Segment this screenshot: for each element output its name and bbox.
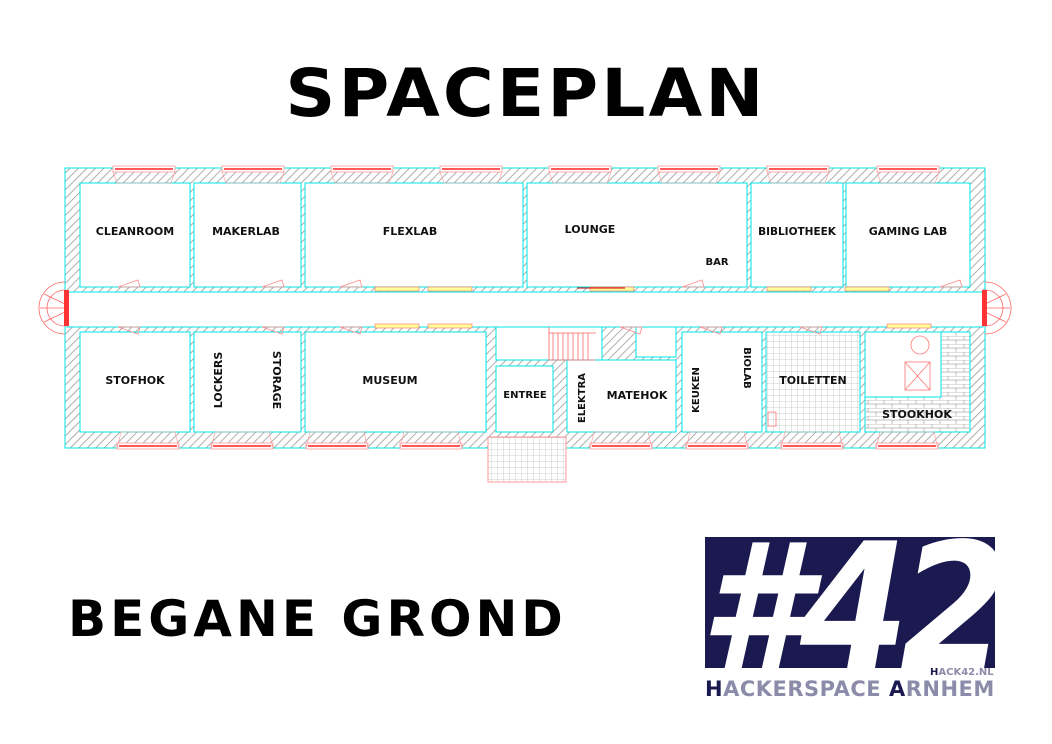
label-elektra: ELEKTRA — [577, 373, 588, 423]
room-matehok — [566, 359, 677, 433]
door — [681, 279, 705, 288]
floor-title: BEGANE GROND — [68, 590, 567, 648]
window — [876, 165, 940, 184]
room-lockers — [193, 331, 302, 433]
label-museum: MUSEUM — [362, 374, 417, 387]
window — [116, 431, 180, 450]
fixtures — [767, 335, 931, 427]
rooms — [66, 182, 984, 433]
window — [112, 165, 176, 184]
spiral-stair-left — [38, 281, 66, 335]
room-lounge — [526, 182, 748, 288]
label-keuken: KEUKEN — [691, 367, 702, 413]
room-flexlab — [304, 182, 524, 288]
room-gaming — [845, 182, 971, 288]
window — [64, 290, 69, 326]
corridor — [66, 291, 984, 328]
window — [548, 165, 612, 184]
door — [339, 326, 363, 335]
door — [939, 279, 963, 288]
logo-url: HACK42.NL — [930, 667, 994, 678]
label-bar: BAR — [705, 257, 728, 268]
label-entree: ENTREE — [503, 390, 547, 401]
entrance-steps — [487, 436, 567, 483]
glass-panel — [427, 286, 473, 292]
label-bibliotheek: BIBLIOTHEEK — [758, 226, 837, 238]
label-biolab: BIOLAB — [741, 347, 752, 389]
label-gaming-lab: GAMING LAB — [869, 225, 948, 238]
staircase — [548, 327, 596, 361]
logo-sub-h: H — [705, 677, 724, 701]
room-entree — [495, 365, 554, 433]
page-title: SPACEPLAN — [285, 55, 767, 132]
logo-url-rest: ACK42.NL — [938, 667, 994, 678]
window — [875, 431, 939, 450]
glass-panel — [589, 286, 635, 292]
window — [210, 431, 274, 450]
logo-sub-2: RNHEM — [905, 677, 995, 701]
logo-url-first: H — [930, 667, 939, 678]
logo-subtitle: HACKERSPACE ARNHEM — [705, 677, 995, 701]
door — [339, 279, 363, 288]
window — [305, 431, 369, 450]
glass-panel — [427, 323, 473, 329]
window — [221, 165, 285, 184]
window — [766, 165, 830, 184]
logo-sub-1: ACKERSPACE — [723, 677, 889, 701]
window — [399, 431, 463, 450]
glass-panel — [844, 286, 890, 292]
label-stookhok: STOOKHOK — [882, 408, 952, 421]
label-makerlab: MAKERLAB — [212, 225, 280, 238]
window — [589, 431, 653, 450]
boiler-space — [864, 331, 942, 398]
logo-mark: #42 — [700, 507, 1001, 710]
label-lounge: LOUNGE — [565, 223, 616, 236]
room-makerlab — [193, 182, 302, 288]
door — [699, 326, 723, 335]
room-keuken — [681, 331, 763, 433]
window — [330, 165, 394, 184]
window — [439, 165, 503, 184]
glass-panel — [374, 286, 420, 292]
spiral-stair-right — [984, 281, 1012, 335]
door — [117, 279, 141, 288]
window — [982, 290, 987, 326]
glass-panel — [374, 323, 420, 329]
hack42-logo: #42 — [700, 507, 1011, 710]
room-toiletten — [765, 331, 861, 433]
label-cleanroom: CLEANROOM — [96, 225, 174, 238]
window — [780, 431, 844, 450]
label-flexlab: FLEXLAB — [383, 225, 437, 238]
window — [657, 165, 721, 184]
label-toiletten: TOILETTEN — [779, 374, 846, 387]
label-lockers: LOCKERS — [212, 352, 225, 409]
windows — [112, 165, 940, 450]
window — [685, 431, 749, 450]
door — [799, 326, 823, 335]
logo-sub-a: A — [888, 677, 906, 701]
room-museum — [304, 331, 487, 433]
door — [117, 326, 141, 335]
label-stofhok: STOFHOK — [105, 374, 165, 387]
glass-panel — [886, 323, 932, 329]
label-storage: STORAGE — [270, 351, 283, 409]
label-matehok: MATEHOK — [607, 389, 668, 402]
room-labels: CLEANROOM MAKERLAB FLEXLAB LOUNGE BAR BI… — [96, 223, 953, 423]
room-stofhok — [79, 331, 191, 433]
doors — [117, 279, 963, 335]
door — [619, 326, 643, 335]
door — [261, 279, 285, 288]
door — [261, 326, 285, 335]
glass-panel — [766, 286, 812, 292]
